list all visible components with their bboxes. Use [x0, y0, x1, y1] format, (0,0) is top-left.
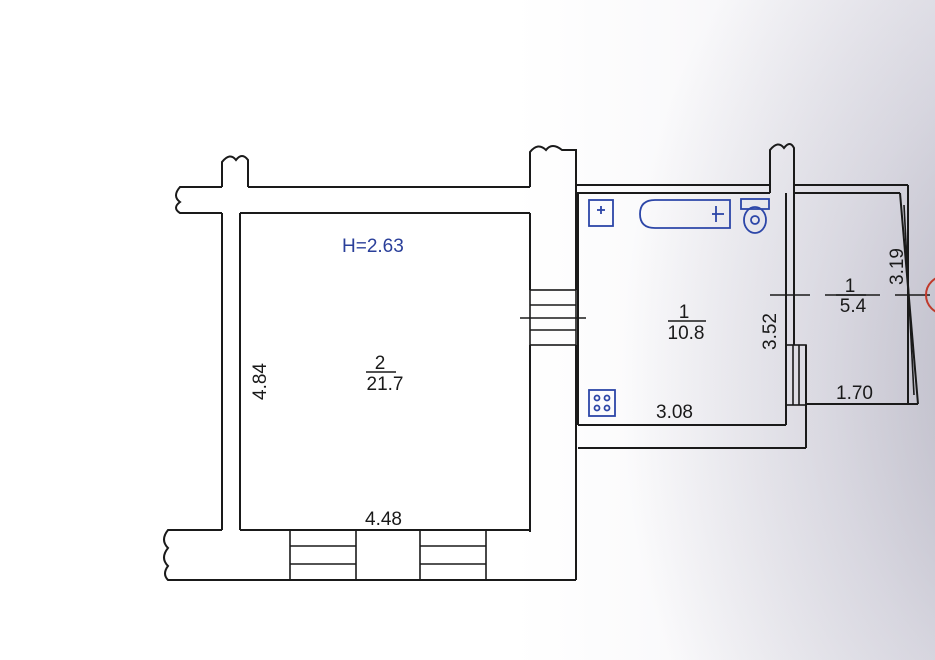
kitchen-area: 10.8: [668, 323, 705, 344]
balcony-height-dimension: 3.19: [887, 248, 908, 285]
sink-icon: [588, 199, 614, 227]
kitchen-height-dimension: 3.52: [760, 313, 781, 350]
bathtub-icon: [639, 199, 731, 229]
room2-area: 21.7: [367, 374, 404, 395]
kitchen-width-dimension: 3.08: [656, 402, 693, 423]
balcony-walls: [794, 184, 930, 405]
balcony-area: 5.4: [840, 296, 867, 317]
room2-width-dimension: 4.48: [365, 509, 402, 530]
ceiling-height-label: H=2.63: [342, 236, 404, 257]
toilet-icon: [740, 198, 770, 234]
entry-marker-icon: [925, 277, 935, 313]
stove-icon: [588, 389, 616, 417]
room2-walls: [163, 145, 586, 581]
room2-height-dimension: 4.84: [250, 363, 271, 400]
kitchen-number: 1: [679, 302, 690, 323]
room2-number: 2: [375, 353, 386, 374]
balcony-number: 1: [845, 276, 856, 297]
balcony-width-dimension: 1.70: [836, 383, 873, 404]
kitchen-walls: [576, 143, 810, 449]
